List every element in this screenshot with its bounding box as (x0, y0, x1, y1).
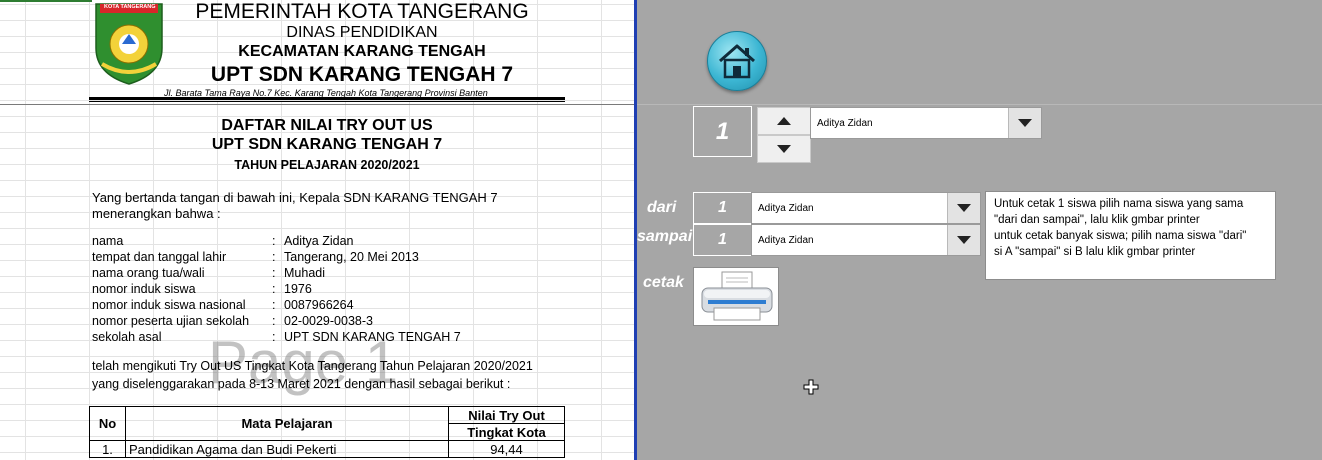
spin-down-button[interactable] (757, 135, 811, 163)
field-value-parent: Muhadi (284, 266, 325, 280)
field-value-nisn: 0087966264 (284, 298, 354, 312)
printer-icon (701, 271, 773, 321)
field-label: sekolah asal (92, 330, 162, 344)
field-separator: : (272, 234, 276, 248)
field-separator: : (272, 250, 276, 264)
header-district: KECAMATAN KARANG TENGAH (238, 43, 486, 60)
logo-text: KOTA TANGERANG (104, 4, 156, 10)
triangle-down-icon (957, 236, 971, 244)
field-separator: : (272, 330, 276, 344)
col-header-score-2: Tingkat Kota (448, 423, 565, 441)
dari-select-value: Aditya Zidan (758, 203, 814, 214)
dari-select[interactable]: Aditya Zidan (751, 192, 981, 224)
field-label: nomor induk siswa (92, 282, 196, 296)
field-separator: : (272, 298, 276, 312)
worksheet-page[interactable]: KOTA TANGERANG PEMERINTAH KOTA TANGERANG… (0, 0, 634, 460)
student-select-value: Aditya Zidan (817, 118, 873, 129)
grades-table: No Mata Pelajaran Nilai Try Out Tingkat … (89, 406, 565, 458)
field-label: tempat dan tanggal lahir (92, 250, 227, 264)
col-header-subject: Mata Pelajaran (125, 406, 449, 441)
note-line-2: "dari dan sampai", lalu klik gmbar print… (994, 214, 1200, 226)
triangle-up-icon (777, 117, 791, 125)
student-select[interactable]: Aditya Zidan (810, 107, 1042, 139)
field-separator: : (272, 314, 276, 328)
outro-line-1: telah mengikuti Try Out US Tingkat Kota … (92, 359, 533, 373)
field-label: nomor induk siswa nasional (92, 298, 246, 312)
col-header-score-1: Nilai Try Out (448, 406, 565, 424)
outro-line-2: yang diselenggarakan pada 8-13 Maret 202… (92, 377, 511, 391)
page-watermark: Page 1 (208, 329, 399, 396)
header-school: UPT SDN KARANG TENGAH 7 (210, 63, 514, 86)
dari-number: 1 (693, 192, 752, 224)
triangle-down-icon (957, 204, 971, 212)
field-separator: : (272, 282, 276, 296)
print-area-border (634, 0, 637, 460)
row-score: 94,44 (448, 440, 565, 458)
dari-label: dari (647, 199, 677, 216)
field-value-school: UPT SDN KARANG TENGAH 7 (284, 330, 461, 344)
field-value-name: Aditya Zidan (284, 234, 354, 248)
dropdown-button[interactable] (1008, 108, 1041, 138)
field-label: nomor peserta ujian sekolah (92, 314, 250, 328)
col-header-no: No (89, 406, 126, 441)
note-line-4: si A "sampai" si B lalu klik gmbar print… (994, 246, 1196, 258)
record-number: 1 (693, 106, 752, 157)
triangle-down-icon (1018, 119, 1032, 127)
dropdown-button[interactable] (947, 225, 980, 255)
field-label: nama orang tua/wali (92, 266, 205, 280)
triangle-down-icon (777, 145, 791, 153)
doc-subtitle: UPT SDN KARANG TENGAH 7 (211, 136, 443, 153)
note-line-3: untuk cetak banyak siswa; pilih nama sis… (994, 230, 1247, 242)
header-rule-thick (89, 97, 565, 100)
table-row: 1. Pandidikan Agama dan Budi Pekerti 94,… (89, 440, 565, 458)
panel-gridline (637, 104, 1322, 105)
field-value-birth: Tangerang, 20 Mei 2013 (284, 250, 419, 264)
field-value-exam-number: 02-0029-0038-3 (284, 314, 373, 328)
dropdown-button[interactable] (947, 193, 980, 223)
home-icon (719, 44, 755, 79)
cetak-label: cetak (643, 274, 684, 291)
doc-year: TAHUN PELAJARAN 2020/2021 (234, 158, 420, 172)
field-label: nama (92, 234, 124, 248)
city-emblem-logo (95, 3, 163, 85)
crosshair-cursor-icon (803, 379, 819, 395)
sampai-label: sampai (637, 228, 693, 245)
row-subject: Pandidikan Agama dan Budi Pekerti (125, 440, 449, 458)
page-break-line (0, 104, 634, 105)
print-button[interactable] (693, 267, 779, 326)
intro-line-2: menerangkan bahwa : (92, 206, 221, 221)
home-button[interactable] (707, 31, 767, 91)
header-government: PEMERINTAH KOTA TANGERANG (195, 0, 529, 23)
note-line-1: Untuk cetak 1 siswa pilih nama siswa yan… (994, 198, 1244, 210)
field-value-nis: 1976 (284, 282, 312, 296)
sampai-number: 1 (693, 224, 752, 256)
header-address: Jl. Barata Tama Raya No.7 Kec. Karang Te… (164, 88, 488, 98)
sampai-select-value: Aditya Zidan (758, 235, 814, 246)
header-agency: DINAS PENDIDIKAN (286, 24, 438, 41)
intro-line-1: Yang bertanda tangan di bawah ini, Kepal… (92, 190, 498, 205)
active-cell-marker (0, 0, 92, 2)
spin-up-button[interactable] (757, 107, 811, 135)
field-separator: : (272, 266, 276, 280)
row-no: 1. (89, 440, 126, 458)
print-instructions-note: Untuk cetak 1 siswa pilih nama siswa yan… (985, 191, 1276, 280)
sampai-select[interactable]: Aditya Zidan (751, 224, 981, 256)
doc-title: DAFTAR NILAI TRY OUT US (221, 117, 433, 134)
header-rule-thin (89, 101, 565, 102)
